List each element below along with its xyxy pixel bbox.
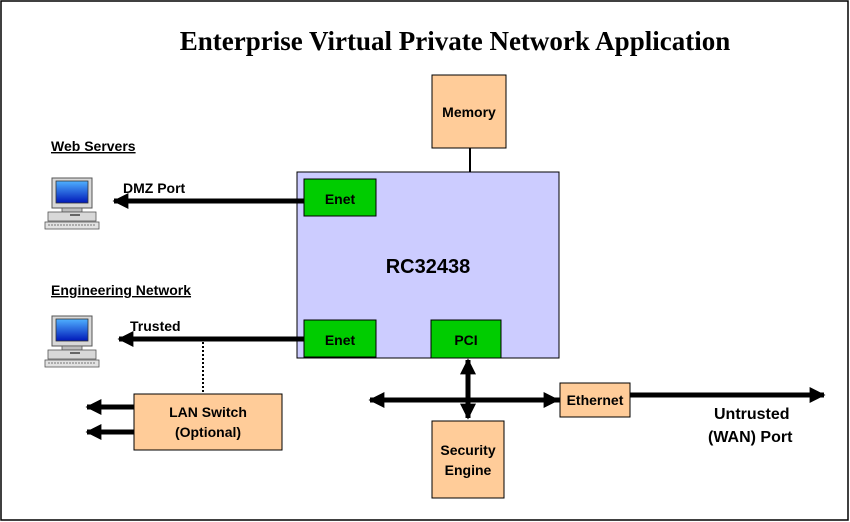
computer-icon xyxy=(44,177,100,230)
web-servers-label: Web Servers xyxy=(51,138,136,154)
security-engine-label-2: Engine xyxy=(445,462,492,478)
untrusted-label-1: Untrusted xyxy=(714,406,790,423)
dmz-port-label: DMZ Port xyxy=(123,180,186,196)
lan-switch-label-1: LAN Switch xyxy=(169,404,247,420)
rc32438-label: RC32438 xyxy=(386,256,471,278)
trusted-label: Trusted xyxy=(130,318,181,334)
engineering-network-label: Engineering Network xyxy=(51,282,191,298)
ethernet-box xyxy=(559,382,631,418)
lan-switch-box xyxy=(133,393,283,451)
memory-label: Memory xyxy=(442,104,496,120)
memory-box xyxy=(431,74,507,149)
security-engine-label-1: Security xyxy=(440,442,495,458)
enet-bottom-label: Enet xyxy=(325,332,356,348)
lan-switch-label-2: (Optional) xyxy=(175,424,241,440)
pci-port xyxy=(430,319,502,359)
security-engine-box xyxy=(431,420,505,499)
diagram-title: Enterprise Virtual Private Network Appli… xyxy=(180,26,730,56)
untrusted-label-2: (WAN) Port xyxy=(708,429,793,446)
enet-top-label: Enet xyxy=(325,191,356,207)
enet-top-port xyxy=(303,178,377,217)
pci-label: PCI xyxy=(454,332,477,348)
computer-icon xyxy=(44,315,100,368)
ethernet-label: Ethernet xyxy=(567,392,624,408)
